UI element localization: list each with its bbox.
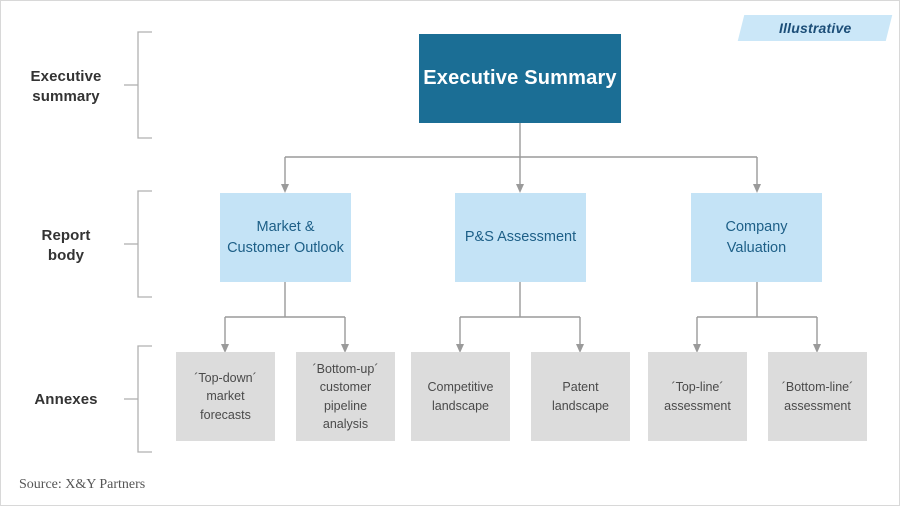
node-patent-landscape[interactable]: Patent landscape [531, 352, 630, 441]
node-market-customer-outlook[interactable]: Market & Customer Outlook [220, 193, 351, 282]
node-bottom-up-customer-pipeline-analysis[interactable]: ´Bottom-up´ customer pipeline analysis [296, 352, 395, 441]
band-label-executive-summary: Executive summary [30, 68, 102, 105]
band-label-report-body: Report body [41, 227, 91, 264]
node-executive-summary[interactable]: Executive Summary [419, 34, 621, 123]
node-ps-assessment[interactable]: P&S Assessment [455, 193, 586, 282]
band-label-annexes: Annexes [34, 391, 98, 408]
node-company-valuation[interactable]: Company Valuation [691, 193, 822, 282]
bracket-report-body [137, 190, 152, 298]
node-top-down-market-forecasts[interactable]: ´Top-down´ market forecasts [176, 352, 275, 441]
node-bottom-line-assessment[interactable]: ´Bottom-line´ assessment [768, 352, 867, 441]
bracket-annexes [137, 345, 152, 453]
source-note: Source: X&Y Partners [19, 477, 146, 492]
illustrative-badge-label: Illustrative [778, 20, 852, 36]
node-competitive-landscape[interactable]: Competitive landscape [411, 352, 510, 441]
bracket-executive-summary [137, 31, 152, 139]
node-top-line-assessment[interactable]: ´Top-line´ assessment [648, 352, 747, 441]
illustrative-badge: Illustrative [737, 15, 893, 41]
